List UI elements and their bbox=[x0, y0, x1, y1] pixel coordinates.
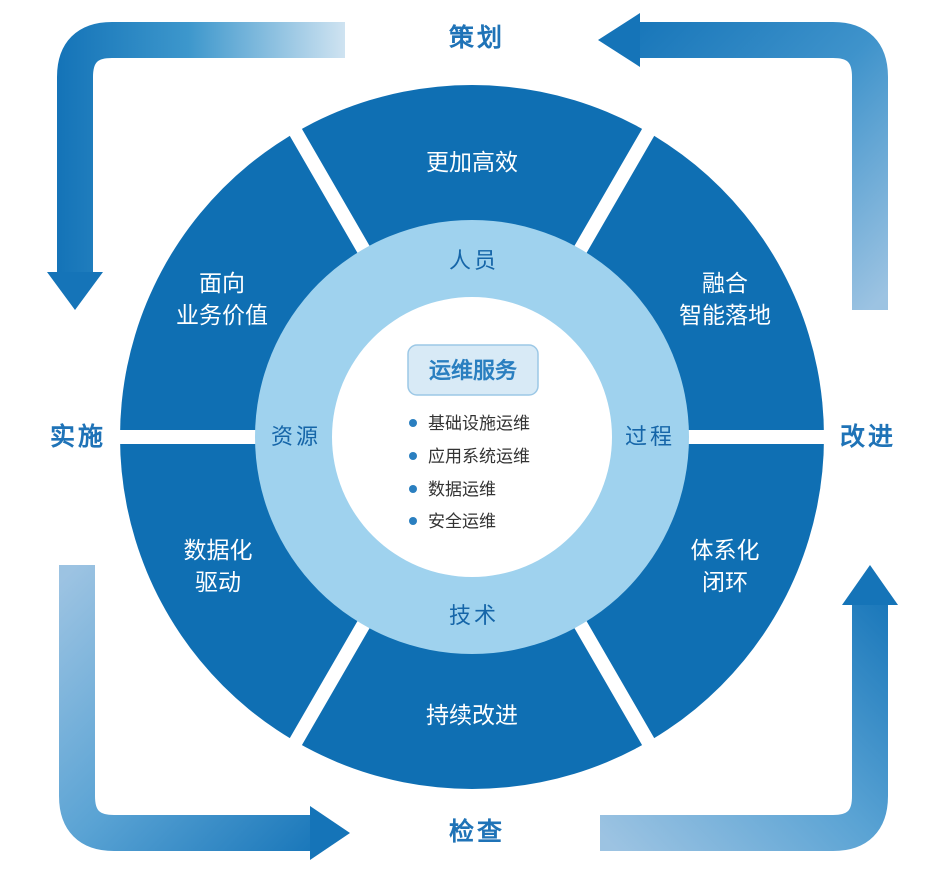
arrow-check-to-act bbox=[600, 565, 898, 851]
ring-bottom: 技术 bbox=[449, 604, 499, 629]
list-item: 应用系统运维 bbox=[428, 447, 530, 467]
phase-check: 检查 bbox=[449, 817, 505, 846]
service-list: 基础设施运维 应用系统运维 数据运维 安全运维 bbox=[409, 414, 530, 532]
segment-bottom: 持续改进 bbox=[426, 703, 518, 729]
segment-top: 更加高效 bbox=[426, 150, 518, 176]
bullet-icon bbox=[409, 517, 417, 525]
segment-bottom-right-1: 体系化 bbox=[691, 538, 760, 564]
segment-top-right-1: 融合 bbox=[702, 271, 748, 297]
segment-bottom-right-2: 闭环 bbox=[702, 570, 748, 596]
bullet-icon bbox=[409, 485, 417, 493]
list-item: 基础设施运维 bbox=[428, 414, 530, 434]
list-item: 数据运维 bbox=[428, 480, 496, 500]
ring-left: 资源 bbox=[271, 425, 321, 450]
segment-top-left-2: 业务价值 bbox=[176, 303, 268, 329]
segment-top-left-1: 面向 bbox=[199, 271, 245, 297]
phase-plan: 策划 bbox=[449, 23, 505, 52]
segment-top-right-2: 智能落地 bbox=[679, 303, 771, 329]
center-title-box bbox=[407, 344, 539, 396]
phase-do: 实施 bbox=[50, 422, 106, 451]
list-item: 安全运维 bbox=[428, 512, 496, 532]
ring-right: 过程 bbox=[625, 425, 675, 450]
inner-circle bbox=[332, 297, 612, 577]
segment-bottom-left-2: 驱动 bbox=[195, 570, 241, 596]
ring-top: 人员 bbox=[449, 249, 499, 274]
bullet-icon bbox=[409, 419, 417, 427]
arrow-act-to-plan bbox=[598, 13, 888, 310]
bullet-icon bbox=[409, 452, 417, 460]
arrow-plan-to-do bbox=[47, 22, 345, 310]
center-title: 运维服务 bbox=[429, 358, 518, 384]
phase-act: 改进 bbox=[840, 422, 896, 451]
arrow-do-to-check bbox=[59, 565, 350, 860]
segment-bottom-left-1: 数据化 bbox=[184, 538, 253, 564]
